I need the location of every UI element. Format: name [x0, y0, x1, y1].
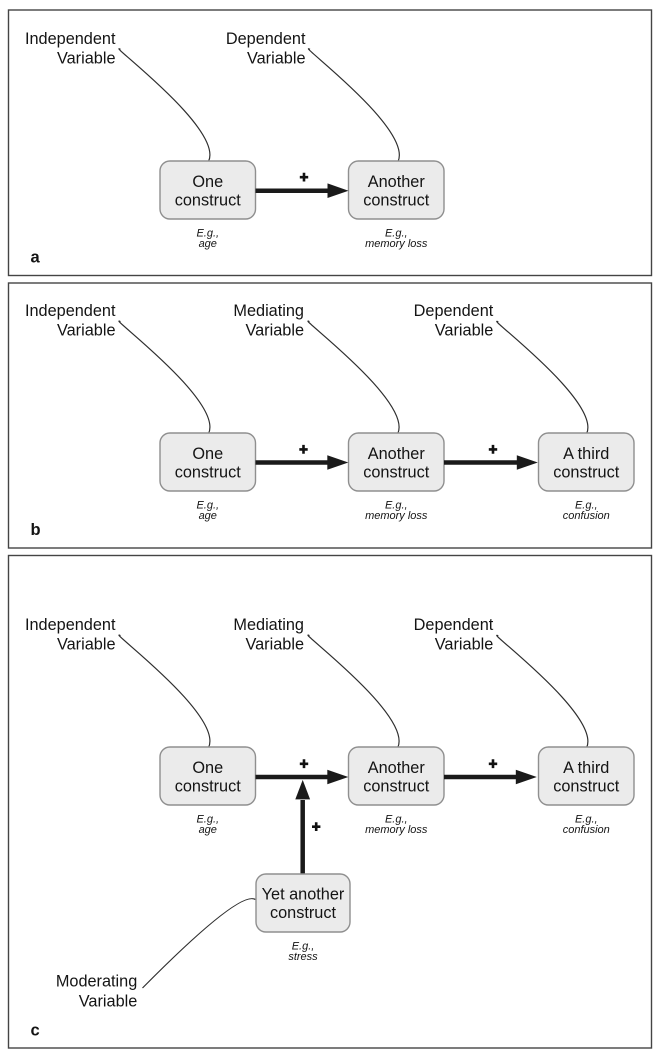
- svg-text:Mediating: Mediating: [233, 616, 304, 634]
- svg-text:memory loss: memory loss: [365, 824, 428, 836]
- svg-text:confusion: confusion: [563, 510, 610, 522]
- svg-text:Variable: Variable: [435, 321, 494, 339]
- svg-text:Mediating: Mediating: [233, 302, 304, 320]
- svg-text:stress: stress: [288, 951, 318, 963]
- svg-text:Dependent: Dependent: [414, 616, 494, 634]
- svg-text:One: One: [192, 173, 223, 191]
- svg-text:E.g.,: E.g.,: [385, 499, 408, 511]
- svg-text:Another: Another: [368, 445, 426, 463]
- svg-text:Independent: Independent: [25, 616, 116, 634]
- svg-text:E.g.,: E.g.,: [385, 813, 408, 825]
- svg-text:age: age: [199, 238, 217, 250]
- svg-text:Variable: Variable: [57, 49, 116, 67]
- svg-text:construct: construct: [553, 464, 620, 482]
- svg-text:a: a: [31, 248, 41, 266]
- svg-text:Moderating: Moderating: [56, 973, 137, 991]
- svg-text:E.g.,: E.g.,: [385, 227, 408, 239]
- svg-text:One: One: [192, 759, 223, 777]
- svg-text:Variable: Variable: [79, 992, 138, 1010]
- svg-text:Independent: Independent: [25, 302, 116, 320]
- svg-text:construct: construct: [175, 464, 242, 482]
- svg-text:b: b: [31, 521, 41, 539]
- svg-text:A third: A third: [563, 759, 609, 777]
- svg-text:E.g.,: E.g.,: [575, 499, 598, 511]
- svg-text:Dependent: Dependent: [226, 30, 306, 48]
- svg-text:construct: construct: [175, 192, 242, 210]
- svg-text:Variable: Variable: [57, 635, 116, 653]
- svg-text:Another: Another: [368, 759, 426, 777]
- svg-text:Another: Another: [368, 173, 426, 191]
- svg-text:c: c: [31, 1022, 40, 1040]
- svg-text:confusion: confusion: [563, 824, 610, 836]
- svg-text:construct: construct: [363, 192, 430, 210]
- svg-text:E.g.,: E.g.,: [292, 940, 315, 952]
- svg-text:age: age: [199, 824, 217, 836]
- svg-text:E.g.,: E.g.,: [196, 499, 219, 511]
- svg-text:age: age: [199, 510, 217, 522]
- svg-text:E.g.,: E.g.,: [196, 813, 219, 825]
- svg-text:Variable: Variable: [245, 635, 304, 653]
- svg-text:A third: A third: [563, 445, 609, 463]
- svg-text:construct: construct: [363, 464, 430, 482]
- svg-text:Variable: Variable: [57, 321, 116, 339]
- svg-text:Variable: Variable: [247, 49, 306, 67]
- svg-text:Yet another: Yet another: [262, 886, 345, 904]
- svg-text:E.g.,: E.g.,: [196, 227, 219, 239]
- svg-text:construct: construct: [270, 904, 337, 922]
- svg-text:Variable: Variable: [435, 635, 494, 653]
- svg-text:construct: construct: [175, 778, 242, 796]
- svg-text:construct: construct: [363, 778, 430, 796]
- svg-text:One: One: [192, 445, 223, 463]
- svg-text:construct: construct: [553, 778, 620, 796]
- svg-text:Independent: Independent: [25, 30, 116, 48]
- svg-text:Variable: Variable: [245, 321, 304, 339]
- svg-text:memory loss: memory loss: [365, 238, 428, 250]
- svg-text:E.g.,: E.g.,: [575, 813, 598, 825]
- svg-text:Dependent: Dependent: [414, 302, 494, 320]
- svg-text:memory loss: memory loss: [365, 510, 428, 522]
